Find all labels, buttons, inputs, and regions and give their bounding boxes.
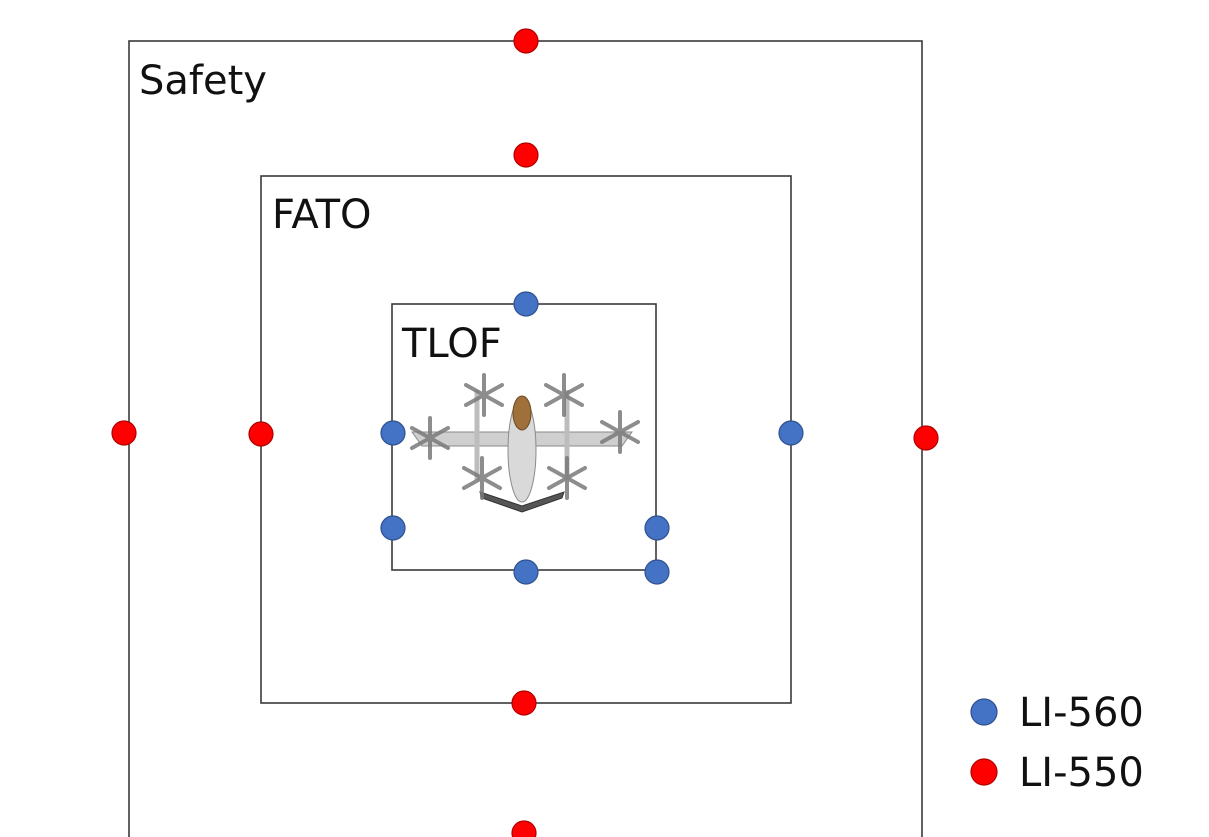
- li-560-light: [644, 515, 670, 541]
- safety-label: Safety: [139, 58, 267, 104]
- li-550-light: [511, 820, 537, 837]
- fato-label: FATO: [272, 192, 372, 238]
- legend-li-560-label: LI-560: [1019, 690, 1144, 736]
- li-560-light: [513, 559, 539, 585]
- li-560-light: [644, 559, 670, 585]
- legend-li-550-swatch: [970, 758, 998, 786]
- legend-li-560-swatch: [970, 698, 998, 726]
- evtol-aircraft-icon: [410, 373, 640, 513]
- tlof-label: TLOF: [401, 321, 502, 367]
- li-550-light: [511, 690, 537, 716]
- li-560-light: [380, 515, 406, 541]
- li-550-light: [513, 142, 539, 168]
- legend: LI-560 LI-550: [970, 690, 1144, 796]
- li-550-light: [513, 28, 539, 54]
- li-560-light: [778, 420, 804, 446]
- li-550-light: [111, 420, 137, 446]
- li-550-light: [913, 425, 939, 451]
- li-560-light: [513, 291, 539, 317]
- li-550-light: [248, 421, 274, 447]
- li-560-light: [380, 420, 406, 446]
- legend-li-550-label: LI-550: [1019, 750, 1144, 796]
